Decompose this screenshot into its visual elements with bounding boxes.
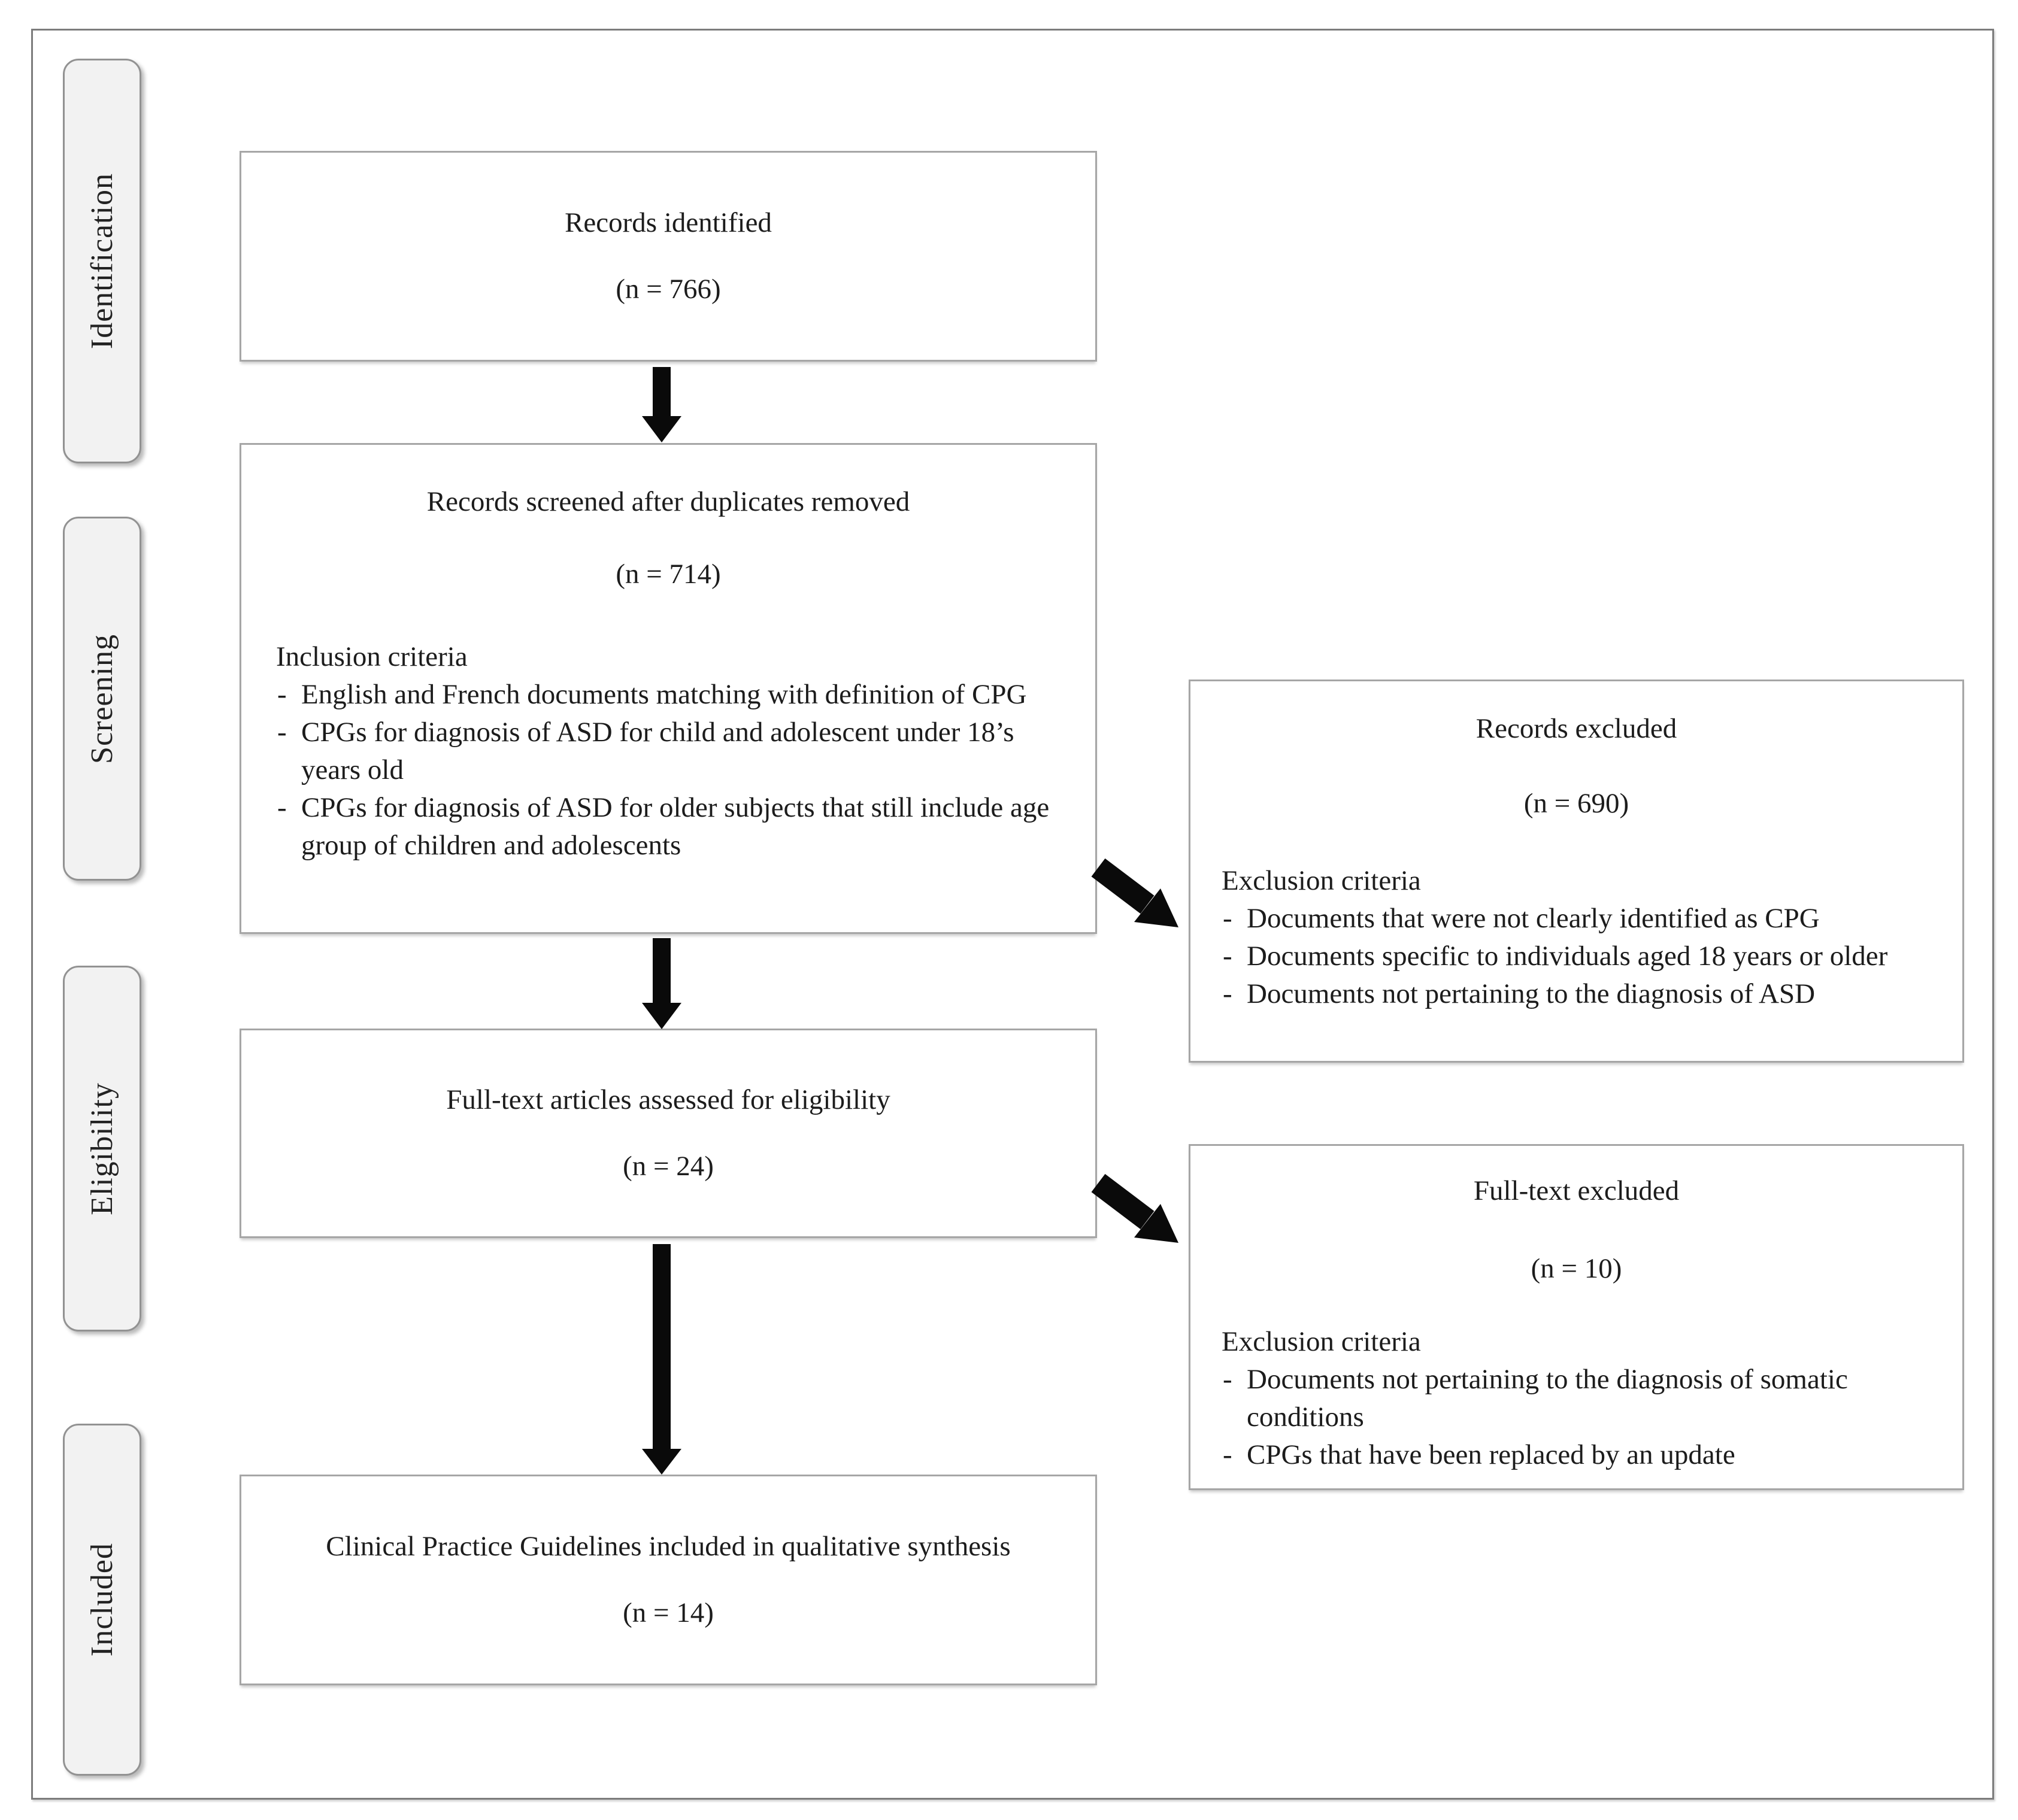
box-count: (n = 766) — [616, 274, 721, 305]
stage-label-text: Screening — [85, 633, 119, 764]
box-records-identified: Records identified (n = 766) — [240, 151, 1097, 362]
box-title: Full-text articles assessed for eligibil… — [446, 1084, 890, 1115]
stage-label-text: Included — [85, 1543, 119, 1657]
stage-label-eligibility: Eligibility — [63, 966, 141, 1331]
criteria-heading: Inclusion criteria — [276, 641, 468, 672]
criteria-item: CPGs that have been replaced by an updat… — [1222, 1436, 1931, 1474]
box-title: Records identified — [565, 207, 772, 238]
inclusion-criteria-block: Inclusion criteria English and French do… — [276, 638, 1060, 864]
box-count: (n = 10) — [1531, 1253, 1622, 1284]
criteria-heading: Exclusion criteria — [1222, 1326, 1421, 1357]
box-fulltext-eligibility: Full-text articles assessed for eligibil… — [240, 1029, 1097, 1238]
criteria-list: Documents not pertaining to the diagnosi… — [1222, 1361, 1931, 1474]
box-records-screened: Records screened after duplicates remove… — [240, 443, 1097, 934]
stage-label-text: Identification — [85, 172, 119, 350]
stage-label-screening: Screening — [63, 517, 141, 881]
stage-label-text: Eligibility — [85, 1082, 119, 1215]
box-count: (n = 690) — [1523, 788, 1629, 819]
exclusion-criteria-block: Exclusion criteria Documents not pertain… — [1222, 1323, 1931, 1474]
exclusion-criteria-block: Exclusion criteria Documents that were n… — [1222, 862, 1931, 1013]
criteria-item: English and French documents matching wi… — [276, 676, 1060, 714]
criteria-list: English and French documents matching wi… — [276, 676, 1060, 864]
stage-label-included: Included — [63, 1424, 141, 1776]
stage-label-identification: Identification — [63, 59, 141, 463]
criteria-item: Documents specific to individuals aged 1… — [1222, 938, 1931, 975]
criteria-item: Documents not pertaining to the diagnosi… — [1222, 1361, 1931, 1436]
box-title: Clinical Practice Guidelines included in… — [326, 1531, 1011, 1562]
box-title: Records excluded — [1475, 713, 1677, 744]
box-count: (n = 14) — [623, 1597, 714, 1628]
criteria-item: CPGs for diagnosis of ASD for older subj… — [276, 789, 1060, 864]
box-records-excluded: Records excluded (n = 690) Exclusion cri… — [1189, 680, 1964, 1063]
box-title: Records screened after duplicates remove… — [426, 486, 910, 517]
box-count: (n = 24) — [623, 1151, 714, 1182]
box-fulltext-excluded: Full-text excluded (n = 10) Exclusion cr… — [1189, 1144, 1964, 1490]
criteria-item: Documents that were not clearly identifi… — [1222, 900, 1931, 938]
box-count: (n = 714) — [616, 559, 721, 590]
criteria-list: Documents that were not clearly identifi… — [1222, 900, 1931, 1013]
box-title: Full-text excluded — [1473, 1175, 1680, 1206]
criteria-heading: Exclusion criteria — [1222, 865, 1421, 896]
criteria-item: CPGs for diagnosis of ASD for child and … — [276, 714, 1060, 789]
criteria-item: Documents not pertaining to the diagnosi… — [1222, 975, 1931, 1013]
box-included-synthesis: Clinical Practice Guidelines included in… — [240, 1475, 1097, 1685]
